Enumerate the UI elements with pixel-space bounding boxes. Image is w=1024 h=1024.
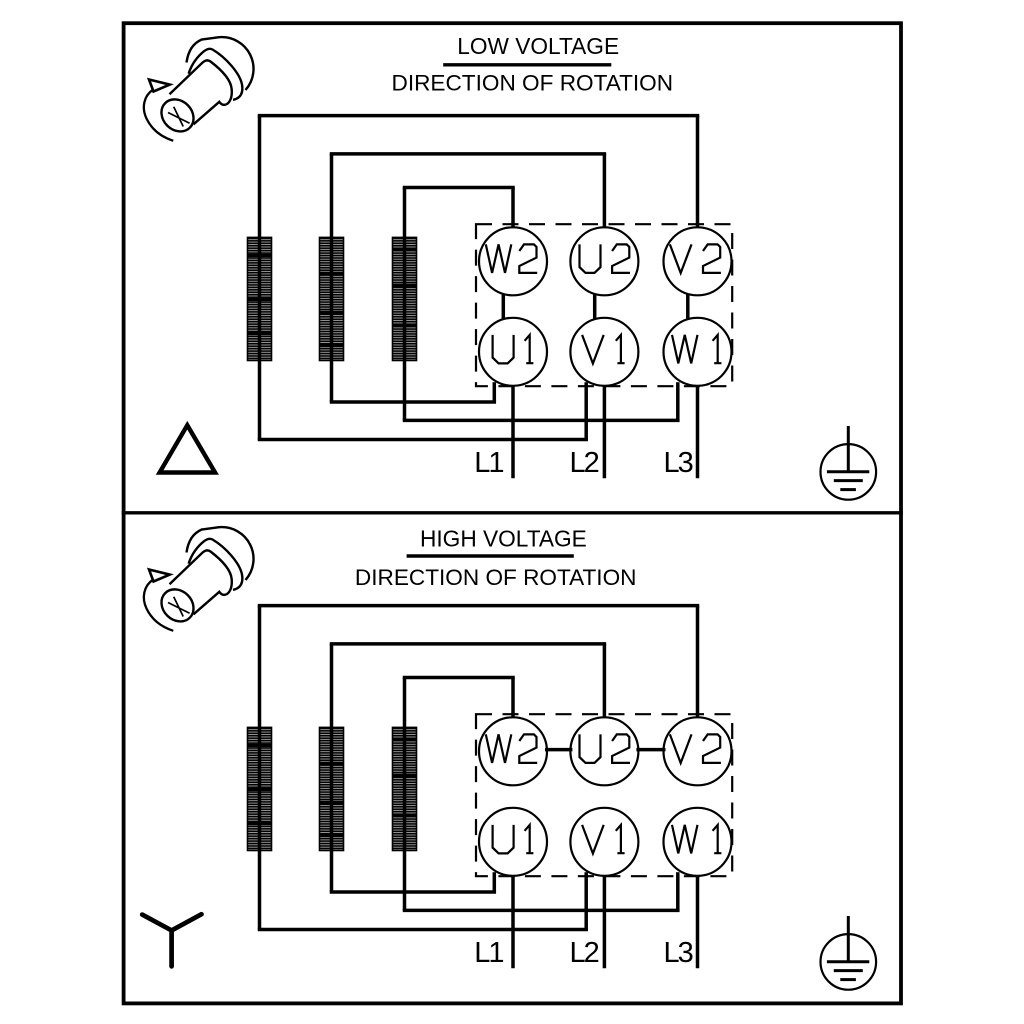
svg-text:DIRECTION OF ROTATION: DIRECTION OF ROTATION [392,71,674,96]
svg-text:LOW VOLTAGE: LOW VOLTAGE [457,33,619,59]
svg-text:L2: L2 [570,447,599,479]
svg-text:L1: L1 [474,447,503,479]
svg-text:HIGH VOLTAGE: HIGH VOLTAGE [420,525,587,551]
svg-text:L3: L3 [664,447,693,479]
svg-text:DIRECTION OF ROTATION: DIRECTION OF ROTATION [355,565,637,590]
